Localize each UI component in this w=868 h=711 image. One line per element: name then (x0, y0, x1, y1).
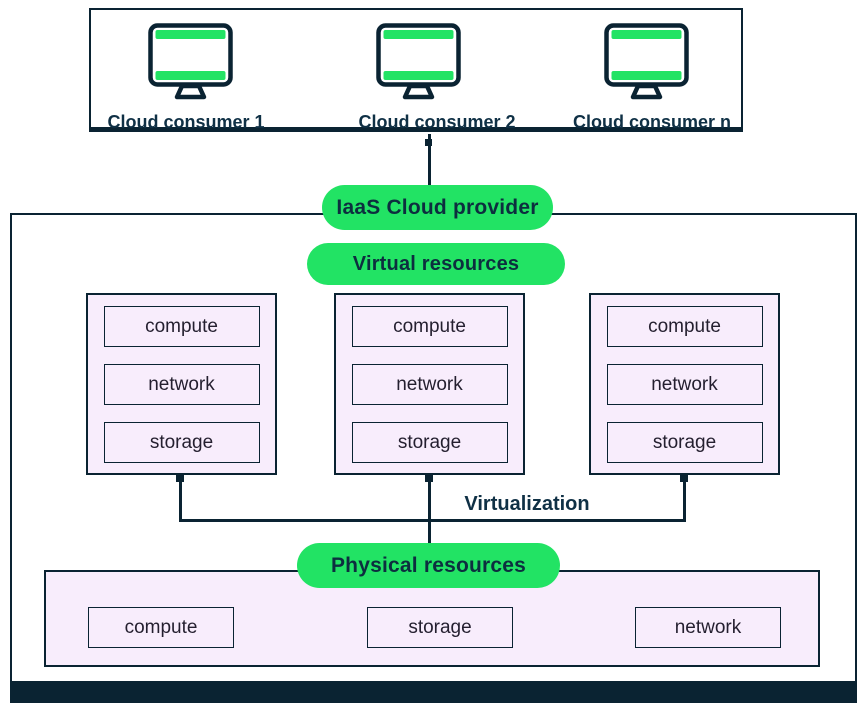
connector-line (428, 477, 431, 545)
connector-line (428, 134, 431, 188)
resource-box-storage: storage (351, 422, 508, 463)
resource-box-compute: compute (103, 306, 260, 347)
virtualization-label: Virtualization (464, 493, 590, 515)
cloud-consumers-box: Cloud consumer 1 Cloud consumer 2 Cloud … (89, 8, 743, 132)
resource-box-compute: compute (351, 306, 508, 347)
connector-line (683, 477, 686, 522)
virtual-resource-group: compute network storage (589, 293, 780, 475)
resource-box-storage: storage (103, 422, 260, 463)
virtual-resources-pill: Virtual resources (307, 243, 565, 285)
cloud-consumer-label: Cloud consumer n (572, 112, 732, 132)
monitor-icon (148, 23, 233, 100)
resource-box-network: network (606, 364, 763, 405)
resource-box-network: network (351, 364, 508, 405)
virtual-resource-group: compute network storage (334, 293, 525, 475)
cloud-consumer-label: Cloud consumer 1 (107, 112, 265, 132)
connector-line (179, 519, 686, 522)
iaas-cloud-provider-pill: IaaS Cloud provider (322, 185, 553, 230)
arrowhead-icon (425, 139, 432, 146)
connector-line (179, 477, 182, 522)
resource-box-network: network (635, 607, 781, 648)
cloud-consumer-label: Cloud consumer 2 (358, 112, 516, 132)
resource-box-compute: compute (88, 607, 234, 648)
monitor-icon (376, 23, 461, 100)
physical-resources-pill: Physical resources (297, 543, 560, 588)
arrowhead-icon (176, 474, 184, 482)
bottom-bar (10, 681, 857, 703)
monitor-icon (604, 23, 689, 100)
resource-box-compute: compute (606, 306, 763, 347)
resource-box-storage: storage (606, 422, 763, 463)
resource-box-network: network (103, 364, 260, 405)
arrowhead-icon (425, 474, 433, 482)
virtual-resource-group: compute network storage (86, 293, 277, 475)
resource-box-storage: storage (367, 607, 513, 648)
arrowhead-icon (680, 474, 688, 482)
